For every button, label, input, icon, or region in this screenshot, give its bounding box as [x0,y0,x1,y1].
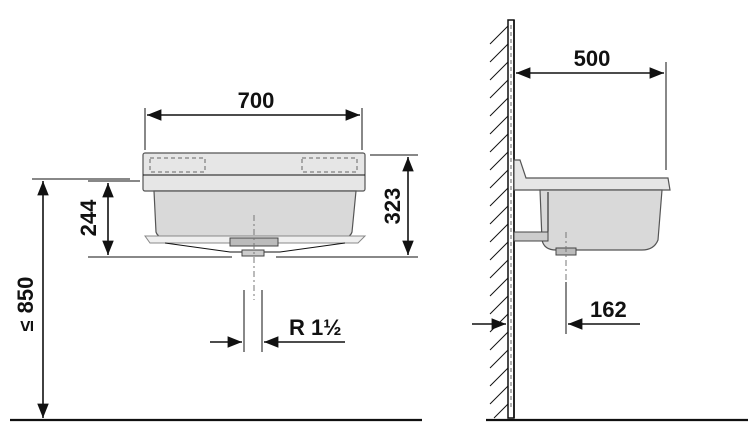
side-bracket [513,231,549,242]
front-sink-bowl [153,190,357,239]
wall [507,19,515,419]
dim-outlet-offset-label: 162 [590,297,627,322]
side-view: 500 162 [472,19,748,422]
dim-height-label: 323 [380,188,405,225]
dim-mount-height-label: 850 [13,277,38,314]
side-sink-rim [513,159,671,191]
dim-bowl-depth-label: 244 [76,199,101,236]
dim-width-label: 700 [238,88,275,113]
side-sink-bowl [539,189,663,251]
dim-depth-label: 500 [574,46,611,71]
front-view: 700 323 244 850 ≤ R 1½ [10,88,422,422]
dim-mount-height-symbol: ≤ [16,320,38,331]
wall-hatching [489,25,509,419]
dim-outlet-thread-label: R 1½ [289,315,342,340]
